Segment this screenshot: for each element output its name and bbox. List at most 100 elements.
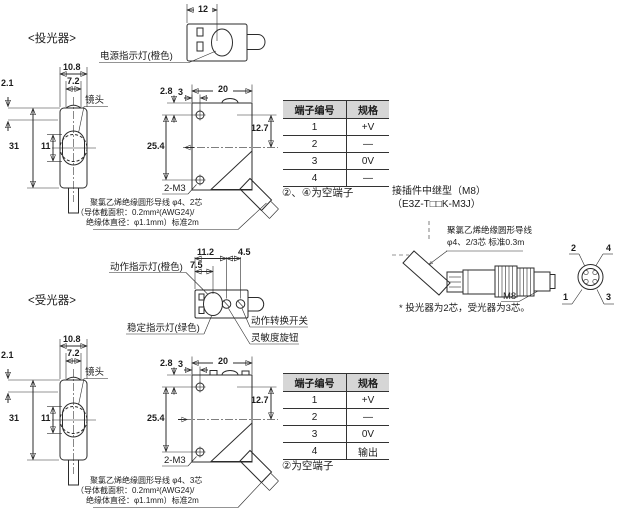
cell-spec: — (346, 135, 389, 153)
connector-cable-note-line1: 聚氯乙烯绝缘圆形导线 (447, 225, 533, 235)
receiver-cable-note-leader (93, 476, 267, 508)
receiver-dim-front-top-offset: 2.1 (1, 350, 14, 360)
cell-spec: +V (346, 118, 389, 136)
emitter-cable-note-line2: （导体截面积：0.2mm²(AWG24)/ (76, 208, 195, 217)
receiver-cable-note-line1: 聚氯乙烯绝缘圆形导线 φ4、3芯 (90, 476, 203, 485)
emitter-dim-top-width: 12 (194, 4, 212, 15)
cell-pin: 1 (283, 118, 347, 136)
power-indicator-window (211, 28, 233, 57)
receiver-dim-top-b: 4.5 (238, 247, 251, 257)
table-row: 1+V (283, 391, 389, 409)
cell-spec: 0V (346, 425, 389, 443)
cell-pin: 2 (283, 135, 347, 153)
m8-connector-drawing (392, 221, 556, 302)
cell-pin: 4 (283, 442, 347, 460)
receiver-dim-side-pitch: 25.4 (147, 413, 165, 423)
receiver-dim-front-lens-dia: 11 (41, 413, 51, 423)
receiver-table-header-spec: 规格 (346, 373, 389, 392)
cell-spec: 0V (346, 152, 389, 170)
pin-label-2: 2 (571, 243, 577, 253)
receiver-lens-label: 镜头 (85, 367, 105, 378)
receiver-dim-side-axis: 12.7 (251, 395, 269, 405)
pin-3 (592, 278, 598, 284)
cell-spec: +V (346, 391, 389, 409)
receiver-cable-note-line2: （导体截面积：0.2mm²(AWG24)/ (76, 486, 195, 495)
receiver-dim-top-a: 11.2 (197, 247, 215, 257)
receiver-stability-indicator-label: 稳定指示灯(绿色) (127, 323, 200, 334)
receiver-dim-front-width: 10.8 (63, 334, 81, 344)
emitter-dim-side-hole-v: 2.8 (160, 86, 173, 96)
emitter-cable-note-line3: 绝缘体直径：φ1.1mm）标准2m (86, 218, 199, 227)
emitter-table-header-pin: 端子编号 (283, 100, 347, 119)
connector-footnote: * 投光器为2芯，受光器为3芯。 (399, 303, 530, 314)
receiver-dim-front-height: 31 (9, 413, 20, 423)
cell-pin: 3 (283, 152, 347, 170)
cell-spec: 输出 (346, 442, 389, 460)
emitter-dim-side-axis: 12.7 (251, 123, 269, 133)
receiver-side-view-drawing (162, 357, 279, 491)
receiver-top-features (209, 370, 250, 376)
emitter-lens-label: 镜头 (85, 95, 105, 106)
emitter-dim-front-top-offset: 2.1 (1, 78, 14, 88)
emitter-dim-side-width: 20 (213, 84, 233, 95)
cell-pin: 2 (283, 408, 347, 426)
receiver-mode-switch-label: 动作转换开关 (251, 316, 309, 327)
emitter-screw-label: 2-M3 (164, 183, 186, 194)
emitter-front-view-drawing (8, 67, 108, 213)
emitter-cable-note-leader (93, 202, 267, 230)
connector-model: （E3Z-T□□K-M3J） (392, 199, 481, 210)
sensitivity-adjuster-screw (221, 299, 232, 309)
emitter-table-header-spec: 规格 (346, 100, 389, 119)
emitter-dim-front-width: 10.8 (63, 62, 81, 72)
cell-spec: — (346, 408, 389, 426)
m8-thread-tip (533, 271, 551, 292)
emitter-dim-front-height: 31 (9, 141, 20, 151)
emitter-dim-front-lens-dia: 11 (41, 141, 51, 151)
table-row: 2— (283, 135, 389, 153)
pin-label-3: 3 (606, 292, 612, 302)
pin-label-4: 4 (606, 243, 612, 253)
receiver-dim-top-c: 7.5 (190, 260, 203, 270)
table-row: 2— (283, 408, 389, 426)
connector-cable-note-line2: φ4、2/3芯 标准0.3m (447, 237, 525, 247)
receiver-operation-indicator-label: 动作指示灯(橙色) (110, 262, 183, 273)
receiver-table-note: ②为空端子 (282, 460, 334, 472)
emitter-dim-side-hole-h: 3 (178, 87, 184, 97)
receiver-front-view-drawing (8, 339, 108, 485)
operation-indicator-window (203, 292, 223, 316)
receiver-top-view-drawing (109, 257, 308, 345)
emitter-cable-note-line1: 聚氯乙烯绝缘圆形导线 φ4、2芯 (90, 198, 203, 207)
cell-pin: 1 (283, 391, 347, 409)
receiver-table-header-pin: 端子编号 (283, 373, 347, 392)
receiver-screw-label: 2-M3 (164, 455, 186, 466)
m8-label: M8 (503, 291, 517, 302)
connector-title: 接插件中继型（M8） (392, 186, 486, 197)
mode-switch-screw (235, 299, 246, 309)
receiver-sensitivity-label: 灵敏度旋钮 (251, 333, 299, 344)
emitter-table-note: ②、④为空端子 (282, 187, 354, 199)
emitter-top-view-drawing (99, 4, 266, 63)
cell-spec: — (346, 169, 389, 187)
pin-label-1: 1 (563, 292, 569, 302)
cell-pin: 3 (283, 425, 347, 443)
receiver-dim-side-width: 20 (213, 356, 233, 367)
pin-4 (592, 269, 598, 275)
receiver-dim-front-lens-width: 7.2 (67, 348, 80, 358)
receiver-dim-side-hole-v: 2.8 (160, 358, 173, 368)
pin-1 (583, 278, 589, 284)
receiver-section-label: <受光器> (28, 295, 76, 307)
table-row: 4— (283, 169, 389, 187)
emitter-section-label: <投光器> (28, 33, 76, 45)
emitter-power-indicator-label: 电源指示灯(橙色) (100, 51, 173, 62)
pin-2 (583, 269, 589, 275)
receiver-cable-note-line3: 绝缘体直径：φ1.1mm）标准2m (86, 496, 199, 505)
cell-pin: 4 (283, 169, 347, 187)
emitter-dim-side-pitch: 25.4 (147, 141, 165, 151)
receiver-dim-side-hole-h: 3 (178, 359, 184, 369)
